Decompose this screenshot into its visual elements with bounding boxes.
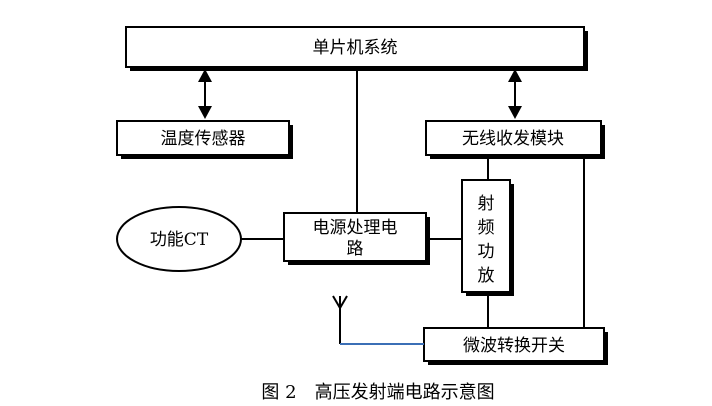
figure-caption: 图 2 高压发射端电路示意图 bbox=[261, 382, 494, 403]
rf-amplifier-char-2: 频 bbox=[478, 218, 495, 238]
rf-amplifier-box: 射 频 功 放 bbox=[461, 179, 514, 296]
antenna-icon bbox=[332, 295, 424, 345]
microwave-switch-label: 微波转换开关 bbox=[463, 336, 565, 356]
rf-amplifier-char-4: 放 bbox=[478, 266, 495, 286]
power-processing-box: 电源处理电 路 bbox=[283, 212, 430, 265]
wireless-transceiver-label: 无线收发模块 bbox=[462, 129, 564, 149]
temperature-sensor-box: 温度传感器 bbox=[116, 120, 293, 159]
rf-amplifier-char-3: 功 bbox=[478, 242, 495, 262]
rf-amplifier-char-1: 射 bbox=[478, 194, 495, 214]
microwave-switch-box: 微波转换开关 bbox=[423, 327, 608, 365]
functional-ct-ellipse: 功能CT bbox=[116, 206, 242, 272]
power-processing-label-line1: 电源处理电 bbox=[313, 218, 398, 238]
wireless-transceiver-box: 无线收发模块 bbox=[425, 120, 605, 159]
mcu-system-box: 单片机系统 bbox=[125, 26, 588, 71]
arrow-mcu-wireless bbox=[508, 69, 522, 119]
temperature-sensor-label: 温度传感器 bbox=[161, 129, 246, 149]
functional-ct-label: 功能CT bbox=[150, 230, 209, 250]
mcu-system-label: 单片机系统 bbox=[313, 38, 398, 58]
arrow-mcu-temperature bbox=[198, 69, 212, 119]
power-processing-label-line2: 路 bbox=[347, 239, 364, 259]
